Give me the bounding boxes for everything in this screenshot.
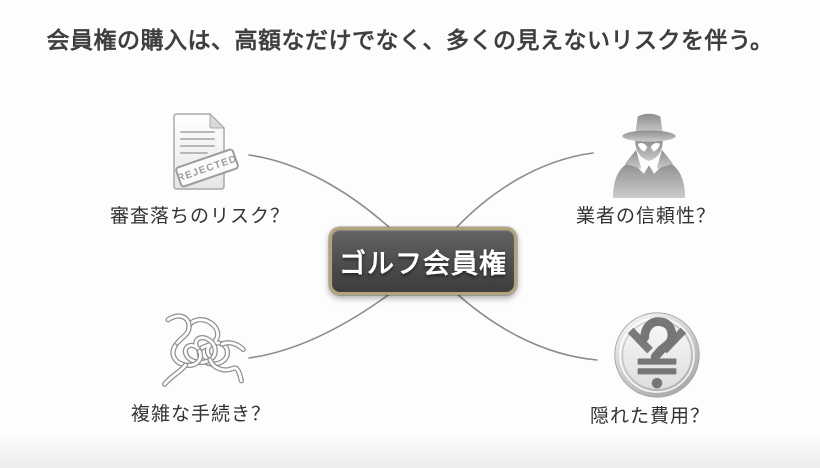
stamp-frame: [175, 148, 239, 188]
spy-hat-crown: [635, 113, 663, 134]
page-title: 会員権の購入は、高額なだけでなく、多くの見えないリスクを伴う。: [46, 27, 774, 53]
node-label-complex-procedure: 複雑な手続き？: [130, 404, 271, 425]
connector-bottom-right: [455, 292, 598, 361]
connector-bottom-left: [248, 292, 392, 359]
yen-question-symbol: [627, 317, 687, 389]
node-label-dealer-trust: 業者の信頼性？: [575, 206, 716, 227]
knot-rope: [162, 313, 246, 387]
tangled-knot-icon: [162, 313, 246, 387]
center-node-golf-membership: ゴルフ会員権: [329, 227, 517, 295]
spy-collar-right: [656, 149, 674, 169]
spy-icon: [612, 113, 686, 198]
document-text-lines: [180, 131, 215, 154]
spy-hat-brim: [622, 130, 676, 142]
spy-collar-left: [624, 149, 642, 169]
rejected-document-icon: REJECTED: [173, 112, 239, 190]
node-label-hidden-cost: 隠れた費用？: [589, 406, 710, 427]
node-label-screening-risk: 審査落ちのリスク？: [109, 206, 290, 227]
spy-eye-right: [650, 143, 661, 152]
center-node-label: ゴルフ会員権: [339, 248, 507, 279]
spy-eye-left: [637, 143, 648, 152]
yen-question-coin-icon: [614, 312, 700, 398]
document-folded-corner: [209, 112, 226, 129]
spy-coat: [612, 161, 686, 198]
